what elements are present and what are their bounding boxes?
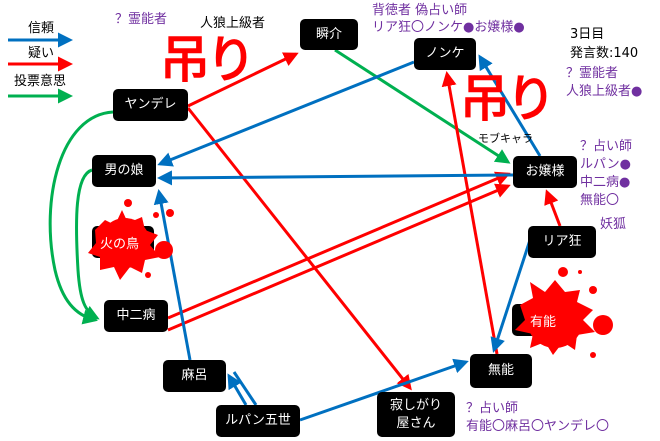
ojou-claim-3: 中二病● <box>580 175 631 190</box>
node-chuunibyou[interactable]: 中二病 <box>104 300 168 332</box>
node-yandere[interactable]: ヤンデレ <box>113 89 188 121</box>
mob-claim-2: 人狼上級者● <box>566 84 643 99</box>
edge-trust-lupin-munou <box>299 358 469 422</box>
edge-vote-yandere-chuunibyou <box>48 110 114 325</box>
mob-character-label: モブキャラ <box>478 132 533 145</box>
edge-doubt-yandere-shunsuke <box>187 52 299 108</box>
yandere-claim-2: 人狼上級者 <box>200 16 266 31</box>
node-shunsuke[interactable]: 瞬介 <box>300 19 358 50</box>
legend-vote-label: 投票意思 <box>14 74 67 89</box>
node-maro[interactable]: 麻呂 <box>163 360 226 392</box>
node-munou[interactable]: 無能 <box>470 354 532 388</box>
riakyou-claim: 妖狐 <box>600 217 627 232</box>
edge-trust-ojousama-otokonoko <box>157 170 514 186</box>
sabi-claim-2: 有能〇麻呂〇ヤンデレ〇 <box>466 419 610 434</box>
edge-trust-riakyou-munou <box>490 239 532 353</box>
hanged-mark-mob: 吊り <box>460 69 556 128</box>
edge-doubt-munou-nonke <box>441 71 499 355</box>
legend-doubt-label: 疑い <box>28 46 55 61</box>
edge-trust-lupin-maro-2 <box>232 371 258 406</box>
node-sabishigari[interactable]: 寂しがり 屋さん <box>377 392 455 437</box>
node-sabishigari-line2: 屋さん <box>396 415 436 431</box>
node-hinotori[interactable]: 火の鳥 <box>100 237 140 252</box>
node-yuunou[interactable]: 有能 <box>530 315 557 330</box>
ojou-claim-2: ルパン● <box>580 157 631 172</box>
node-lupin[interactable]: ルパン五世 <box>216 405 300 437</box>
blood-splatter-icon <box>515 267 613 358</box>
node-riakyou[interactable]: リア狂 <box>528 226 596 258</box>
edge-vote-otokonoko-chuunibyou <box>74 168 100 320</box>
edge-trust-nonke-otokonoko <box>157 60 415 167</box>
legend-trust-label: 信頼 <box>28 21 55 36</box>
yandere-claim-1: ？霊能者 <box>115 12 168 27</box>
node-otokonoko[interactable]: 男の娘 <box>92 155 156 187</box>
hanged-mark-yandere: 吊り <box>160 30 256 89</box>
edge-trust-ojousama-nonke <box>478 54 542 157</box>
edge-trust-maro-otokonoko <box>153 189 192 361</box>
edge-vote-shunsuke-ojousama <box>334 48 511 164</box>
ojou-claim-4: 無能〇 <box>580 193 620 208</box>
mob-claim-1: ？霊能者 <box>566 66 619 81</box>
sabi-claim-1: ？占い師 <box>466 401 519 416</box>
nonke-claim-2: リア狂〇ノンケ●お嬢様● <box>372 20 525 35</box>
node-nonke[interactable]: ノンケ <box>414 38 476 70</box>
edge-doubt-chuunibyou-ojousama-2 <box>167 183 511 332</box>
edge-doubt-riakyou-ojousama <box>544 189 562 227</box>
edge-doubt-yandere-sabishigari <box>186 107 412 391</box>
edge-trust-lupin-maro-1 <box>227 373 248 406</box>
node-sabishigari-line1: 寂しがり <box>389 397 442 413</box>
nonke-claim-1: 背徳者 偽占い師 <box>372 3 468 18</box>
post-count-label: 発言数:140 <box>570 46 639 61</box>
blood-splatter-icon <box>88 199 174 280</box>
edge-doubt-chuunibyou-ojousama-1 <box>167 171 511 320</box>
day-label: 3日目 <box>570 27 605 42</box>
node-ojousama[interactable]: お嬢様 <box>513 156 577 188</box>
ojou-claim-1: ？占い師 <box>580 139 633 154</box>
